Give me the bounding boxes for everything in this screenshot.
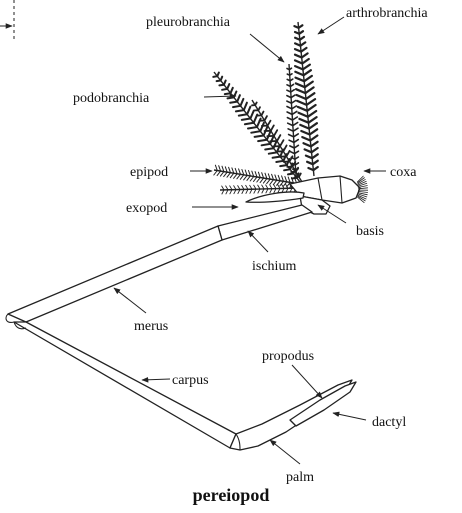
propodus-segment (230, 380, 352, 450)
gills-group (213, 22, 317, 194)
exopod-segment (246, 192, 304, 202)
epipod-plume (214, 165, 300, 188)
label-coxa: coxa (390, 165, 417, 180)
label-epipod: epipod (130, 165, 168, 180)
podobranchia-plume (213, 72, 300, 182)
label-ischium: ischium (252, 259, 296, 274)
label-exopod: exopod (126, 201, 167, 216)
label-palm: palm (286, 470, 314, 485)
dactyl-segment (290, 382, 356, 426)
diagram-title: pereiopod (193, 485, 270, 505)
label-propodus: propodus (262, 349, 314, 364)
label-pleurobranchia: pleurobranchia (146, 15, 231, 30)
ischium-segment (218, 205, 312, 240)
label-podobranchia: podobranchia (73, 91, 150, 106)
label-basis: basis (356, 224, 384, 239)
corner-crop-marker (0, 0, 14, 40)
merus-segment (8, 226, 222, 322)
label-arthrobranchia: arthrobranchia (346, 6, 428, 21)
label-carpus: carpus (172, 373, 209, 388)
label-merus: merus (134, 319, 168, 334)
arthrobranchia-plume (294, 22, 317, 176)
label-dactyl: dactyl (372, 415, 406, 430)
